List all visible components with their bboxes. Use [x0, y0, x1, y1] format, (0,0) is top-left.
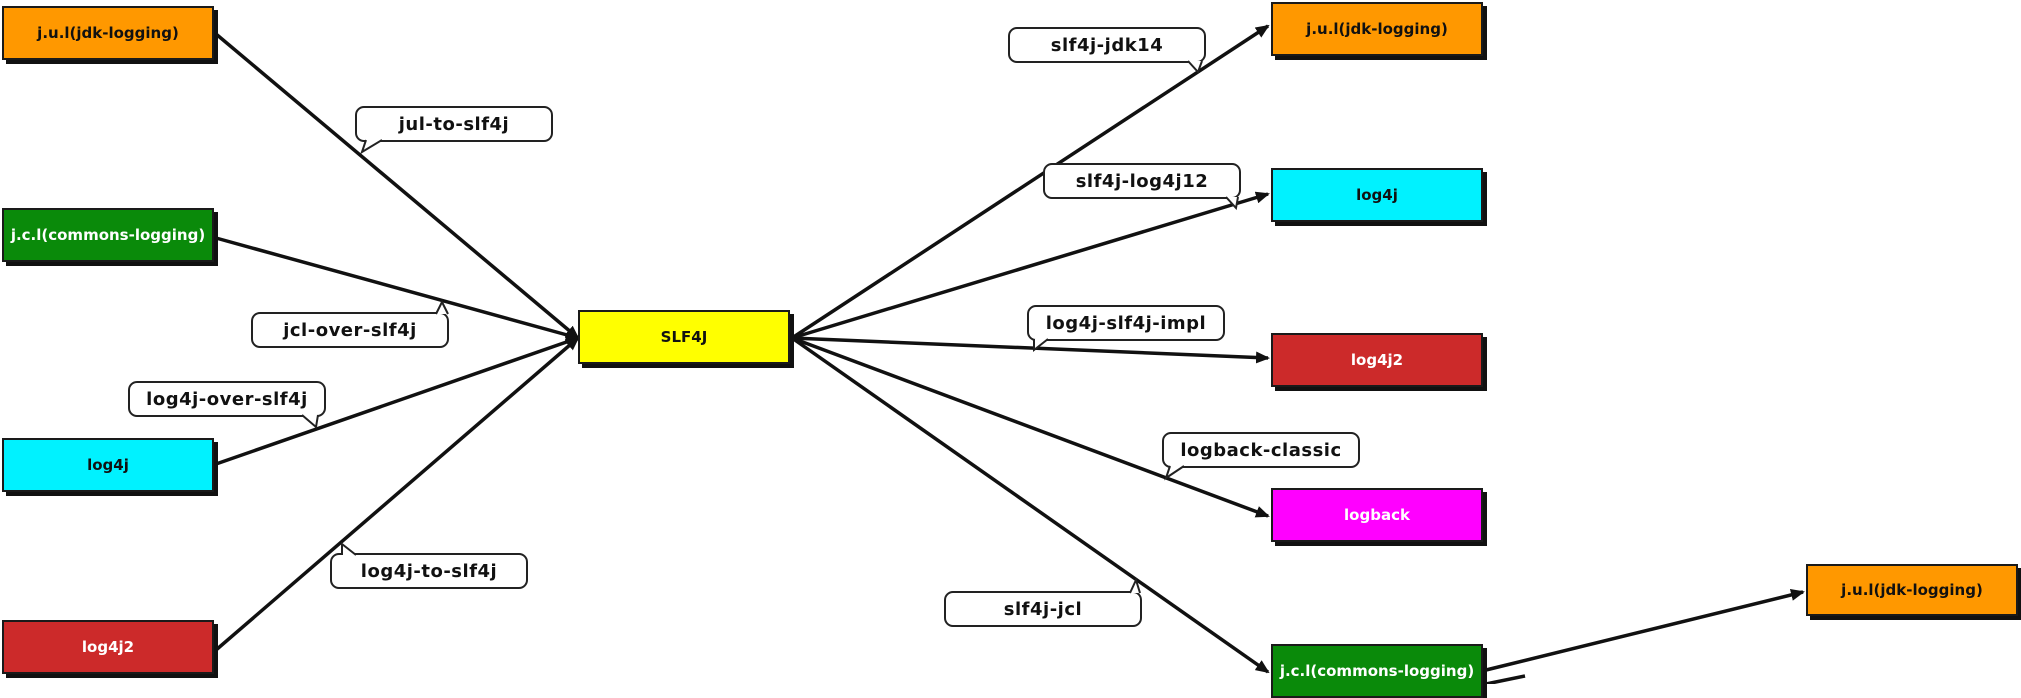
edge-slf4j-to-log4j	[791, 191, 1270, 340]
node-left-log4j2: log4j2	[2, 620, 214, 674]
edge-jul-to-slf4j	[214, 32, 580, 340]
binding-text: slf4j-jcl	[1003, 598, 1083, 620]
node-label: j.c.l(commons-logging)	[1279, 662, 1475, 680]
node-right-jcl: j.c.l(commons-logging)	[1271, 644, 1483, 698]
binding-label-logback-classic: logback-classic	[1162, 432, 1360, 468]
bridge-text: jul-to-slf4j	[398, 113, 510, 135]
binding-text: logback-classic	[1180, 439, 1342, 461]
connection-lines	[214, 24, 1805, 684]
node-right-log4j: log4j	[1271, 168, 1483, 222]
binding-text: slf4j-jdk14	[1050, 34, 1164, 56]
node-left-jcl: j.c.l(commons-logging)	[2, 208, 214, 262]
edge-log4j2-to-slf4j	[214, 336, 580, 652]
node-label: SLF4J	[660, 328, 708, 346]
edge-slf4j-to-jcl	[790, 336, 1270, 674]
node-left-log4j: log4j	[2, 438, 214, 492]
node-center-slf4j: SLF4J	[578, 310, 790, 364]
node-label: log4j2	[81, 638, 135, 656]
binding-text: log4j-slf4j-impl	[1045, 312, 1207, 334]
node-label: log4j	[87, 456, 129, 474]
edge-slf4j-to-log4j2	[791, 336, 1270, 364]
node-label: j.u.l(jdk-logging)	[37, 24, 179, 42]
node-label: log4j2	[1350, 351, 1404, 369]
binding-label-log4j-slf4j-impl: log4j-slf4j-impl	[1027, 305, 1225, 341]
edge-jcl-to-jul	[1485, 589, 1805, 672]
node-right-jul: j.u.l(jdk-logging)	[1271, 2, 1483, 56]
binding-label-slf4j-jcl: slf4j-jcl	[944, 591, 1142, 627]
node-label: logback	[1344, 506, 1410, 524]
bridge-label-jcl-over-slf4j: jcl-over-slf4j	[251, 312, 449, 348]
bridge-text: log4j-to-slf4j	[360, 560, 498, 582]
node-label: j.c.l(commons-logging)	[10, 226, 206, 244]
binding-label-slf4j-log4j12: slf4j-log4j12	[1043, 163, 1241, 199]
node-label: log4j	[1356, 186, 1398, 204]
bridge-label-log4j-over-slf4j: log4j-over-slf4j	[128, 381, 326, 417]
node-label: j.u.l(jdk-logging)	[1841, 581, 1983, 599]
edge-jcl-to-slf4j	[215, 236, 580, 341]
node-far-right-jul: j.u.l(jdk-logging)	[1806, 564, 2018, 616]
edge-log4j-to-slf4j	[215, 336, 580, 466]
bridge-text: log4j-over-slf4j	[146, 388, 308, 410]
binding-text: slf4j-log4j12	[1075, 170, 1209, 192]
binding-label-slf4j-jdk14: slf4j-jdk14	[1008, 27, 1206, 63]
bridge-label-log4j-to-slf4j: log4j-to-slf4j	[330, 553, 528, 589]
node-right-log4j2: log4j2	[1271, 333, 1483, 387]
node-right-logback: logback	[1271, 488, 1483, 542]
node-label: j.u.l(jdk-logging)	[1306, 20, 1448, 38]
edge-slf4j-to-logback	[791, 336, 1270, 518]
edge-slf4j-to-jul	[791, 24, 1270, 340]
node-left-jul: j.u.l(jdk-logging)	[2, 6, 214, 60]
bridge-label-jul-to-slf4j: jul-to-slf4j	[355, 106, 553, 142]
edge-jcl-to-offscreen	[1485, 674, 1526, 684]
bridge-text: jcl-over-slf4j	[283, 319, 417, 341]
